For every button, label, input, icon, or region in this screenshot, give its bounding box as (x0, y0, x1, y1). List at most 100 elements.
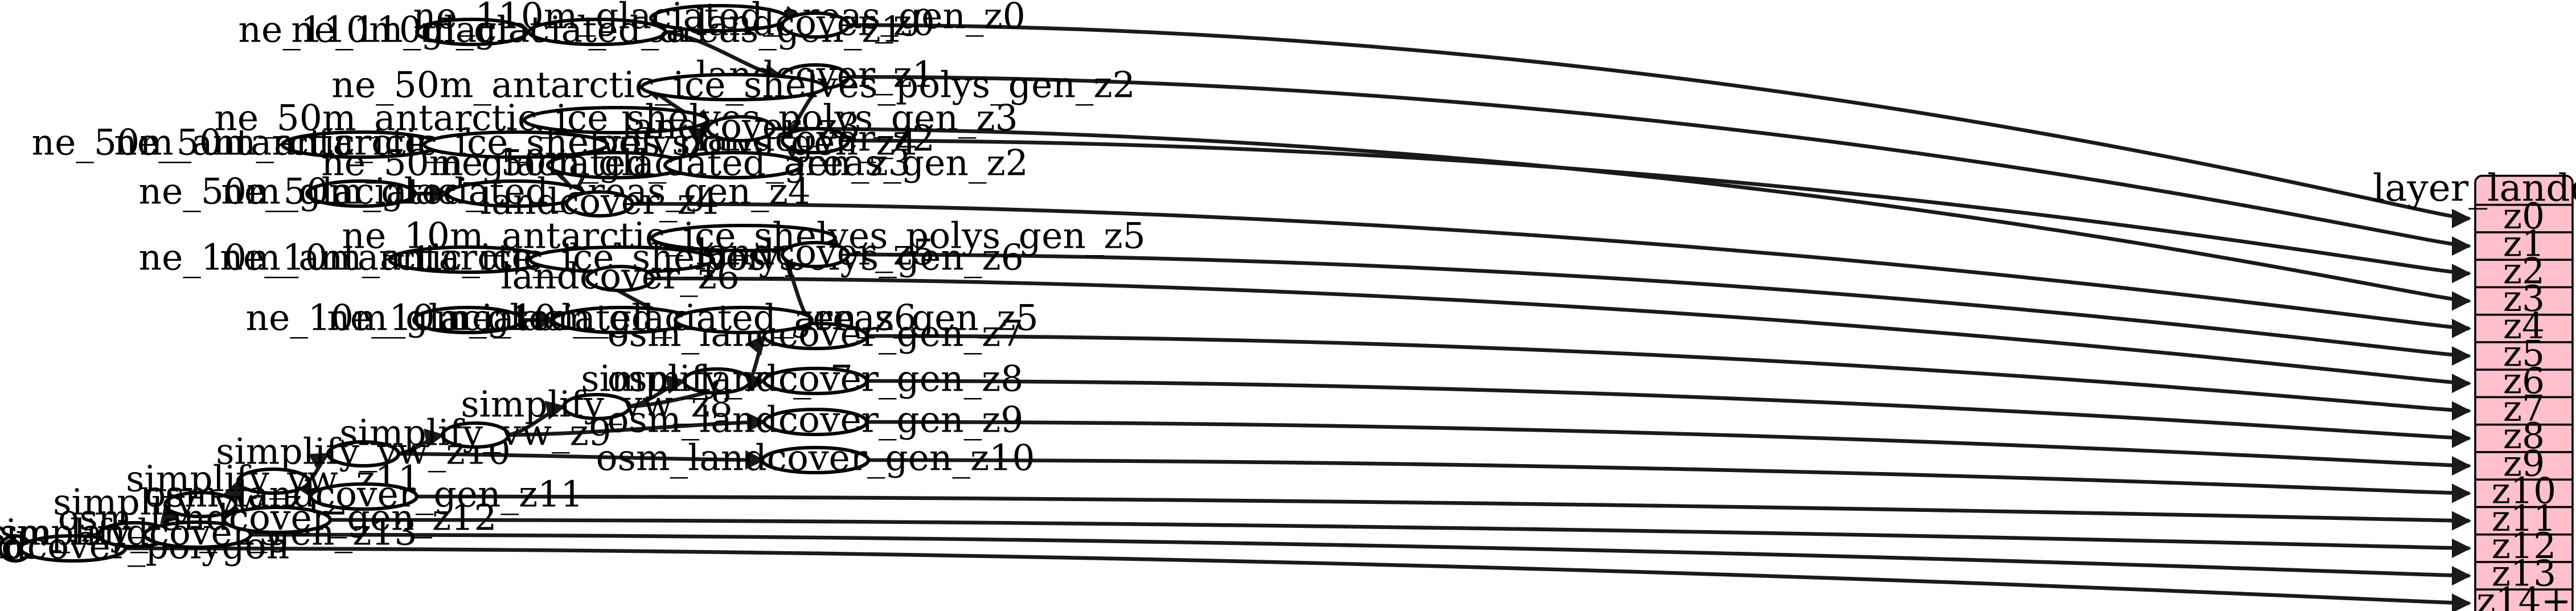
node-shape (142, 520, 252, 549)
edge-ne_110m_glaciated_areas_gen_z1--landcover_z1 (663, 30, 785, 84)
node-shape (682, 367, 752, 395)
node-landcover_z0[interactable]: landcover_z0 (696, 2, 935, 43)
table-row-z13[interactable]: z13 (2492, 553, 2556, 594)
node-simplify_vw_z8[interactable]: simplify_vw_z8 (461, 383, 733, 425)
edge-osm_landcover_gen_z10--layer_landcover.z10 (867, 458, 2472, 503)
edge-landcover_z4--layer_landcover.z4 (631, 202, 2472, 338)
node-ne_50m_antarctic_ice_shelves_polys_gen_z3[interactable]: ne_50m_antarctic_ice_shelves_polys_gen_z… (214, 97, 1018, 138)
node-shape (761, 446, 871, 474)
table-row-z3[interactable]: z3 (2503, 278, 2545, 319)
node-shape (412, 306, 524, 334)
node-shape (222, 506, 332, 534)
node-shape (781, 127, 851, 154)
node-shape (163, 491, 238, 518)
node-shape (564, 190, 634, 218)
node-shape (762, 408, 869, 436)
table-row-z12[interactable]: z12 (2492, 525, 2556, 567)
edge-simplify_vw_z10--osm_landcover_gen_z10 (397, 450, 765, 470)
edge-layer (19, 5, 2472, 611)
node-shape (562, 393, 632, 420)
node-landcover_z5[interactable]: landcover_z5 (696, 231, 935, 273)
node-shape (326, 440, 400, 468)
edge-osm_landcover_gen_z13--layer_landcover.z13 (249, 532, 2472, 586)
table-row-z14+[interactable]: z14+ (2476, 580, 2571, 611)
edge-simplify_vw_z9--osm_landcover_gen_z9 (507, 412, 767, 437)
table-row-z6[interactable]: z6 (2503, 360, 2545, 402)
node-shape (762, 367, 869, 395)
node-label: osm_landcover_gen_z10 (596, 437, 1035, 478)
node-osm_landcover_gen_z12[interactable]: osm_landcover_gen_z12 (58, 497, 497, 538)
node-ne_10m_glaciated_areas_gen_z5[interactable]: ne_10m_glaciated_areas_gen_z5 (449, 297, 1039, 338)
node-ne_50m_glaciated_areas_gen_z4[interactable]: ne_50m_glaciated_areas_gen_z4 (221, 170, 811, 212)
node-shape (441, 421, 511, 449)
table-row-z4[interactable]: z4 (2503, 305, 2545, 347)
node-simplify_vw_z9[interactable]: simplify_vw_z9 (339, 412, 612, 453)
node-ne_10m_glaciated_areas_gen_z6[interactable]: ne_10m_glaciated_areas_gen_z6 (327, 297, 917, 338)
node-ne_50m_glaciated_areas_gen_z2[interactable]: ne_50m_glaciated_areas_gen_z2 (438, 142, 1028, 183)
table-row-z9[interactable]: z9 (2503, 443, 2545, 485)
table-row-z10[interactable]: z10 (2492, 470, 2556, 512)
node-shape (19, 534, 128, 563)
table-row-z1[interactable]: z1 (2503, 223, 2545, 264)
node-label: ne_110m_glaciated_areas_gen_z0 (413, 0, 1026, 36)
edge-osm_landcover_gen_z8--layer_landcover.z8 (865, 379, 2472, 448)
edge-simplify_vw_z8--simplify_vw_z7 (628, 375, 686, 409)
node-shape (674, 306, 814, 334)
node-ne_110m_glaciated_areas_gen_z0[interactable]: ne_110m_glaciated_areas_gen_z0 (413, 0, 1026, 36)
node-label: osm_landcover_gen_z11 (145, 473, 584, 515)
node-label: simplify_vw_z8 (461, 383, 733, 425)
node-osm_landcover_gen_z13[interactable]: osm_landcover_gen_z13 (0, 511, 417, 553)
table-row-z0[interactable]: z0 (2503, 195, 2545, 237)
node-layer: imposm3osm_landcover_polygonsimplify_vw_… (0, 0, 1146, 567)
table-row-z7[interactable]: z7 (2503, 388, 2545, 429)
node-shape (527, 18, 667, 46)
node-shape (650, 224, 838, 252)
node-ne_50m_antarctic_ice_shelves_polys_gen_z2[interactable]: ne_50m_antarctic_ice_shelves_polys_gen_z… (331, 64, 1135, 105)
node-label: landcover_z6 (501, 255, 740, 297)
node-shape (781, 241, 851, 268)
node-label: ne_10m_glaciated_areas_gen_z5 (449, 297, 1039, 338)
edge-osm_landcover_gen_z9--layer_landcover.z9 (865, 420, 2472, 476)
node-shape (422, 130, 609, 159)
node-osm_landcover_gen_z9[interactable]: osm_landcover_gen_z9 (608, 399, 1024, 440)
table-row-z2[interactable]: z2 (2503, 251, 2545, 292)
node-label: landcover_z3 (621, 105, 860, 147)
node-osm_landcover_gen_z10[interactable]: osm_landcover_gen_z10 (596, 437, 1035, 478)
edge-landcover_z1--layer_landcover.z1 (847, 75, 2472, 256)
node-ne_10m_antarctic_ice_shelves_polys_gen_z5[interactable]: ne_10m_antarctic_ice_shelves_polys_gen_z… (342, 215, 1145, 256)
node-label: osm_landcover_gen_z8 (608, 358, 1024, 399)
node-label: osm_landcover_gen_z12 (58, 497, 497, 538)
node-shape (640, 73, 827, 101)
node-label: simplify_vw_z9 (339, 412, 612, 453)
edge-landcover_z2--layer_landcover.z2 (847, 138, 2472, 284)
edge-osm_landcover_gen_z11--layer_landcover.z11 (415, 494, 2472, 531)
layer-landcover-table: layer_landcoverz0z1z2z3z4z5z6z7z8z9z10z1… (2373, 166, 2576, 611)
edge-landcover_z0--layer_landcover.z0 (847, 23, 2472, 228)
table-row-z8[interactable]: z8 (2503, 415, 2545, 457)
node-label: ne_10m_glaciated_areas_gen_z6 (327, 297, 917, 338)
edge-osm_landcover_gen_z12--layer_landcover.z12 (329, 518, 2472, 558)
node-label: landcover_z5 (696, 231, 935, 273)
edge-osm_landcover_gen_z7--layer_landcover.z7 (865, 334, 2472, 421)
edge-landcover_z5--layer_landcover.z5 (847, 252, 2472, 366)
node-landcover_z3[interactable]: landcover_z3 (621, 105, 860, 147)
node-ne_50m_glaciated_areas_gen_z3[interactable]: ne_50m_glaciated_areas_gen_z3 (321, 142, 911, 183)
node-osm_landcover_gen_z11[interactable]: osm_landcover_gen_z11 (145, 473, 584, 515)
node-label: ne_50m_antarctic_ice_shelves_polys_gen_z… (214, 97, 1018, 138)
node-landcover_z4[interactable]: landcover_z4 (480, 181, 719, 222)
node-label: ne_50m_glaciated_areas_gen_z2 (438, 142, 1028, 183)
node-shape (781, 11, 851, 39)
node-shape (705, 115, 776, 142)
table-row-z5[interactable]: z5 (2503, 333, 2545, 374)
node-landcover_z6[interactable]: landcover_z6 (501, 255, 740, 297)
table-row-z11[interactable]: z11 (2492, 498, 2556, 539)
edge-simplify_vw_z9--simplify_vw_z8 (507, 400, 566, 437)
node-label: osm_landcover_gen_z13 (0, 511, 417, 553)
table-title: layer_landcover (2373, 166, 2576, 210)
node-osm_landcover_gen_z8[interactable]: osm_landcover_gen_z8 (608, 358, 1024, 399)
node-shape (663, 151, 804, 179)
node-label: landcover_z0 (696, 2, 935, 43)
node-label: landcover_z4 (480, 181, 719, 222)
node-label: osm_landcover_gen_z9 (608, 399, 1024, 440)
